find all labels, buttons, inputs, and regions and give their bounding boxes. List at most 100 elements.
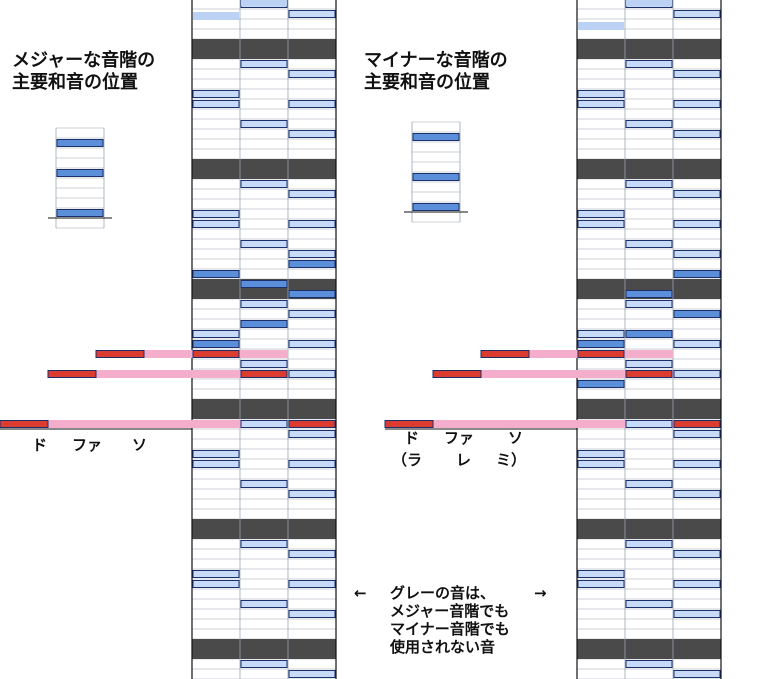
left-grid-unused-band [192, 39, 336, 49]
scale-note [625, 300, 673, 308]
scale-note [192, 330, 240, 338]
scale-note [240, 360, 288, 368]
scale-note [673, 190, 721, 198]
scale-note [288, 550, 336, 558]
left-grid-unused-band [192, 639, 336, 649]
scale-note [192, 460, 240, 468]
right-grid-unused-band [577, 399, 721, 409]
scale-note [288, 70, 336, 78]
right-grid-unused-band [577, 169, 721, 179]
chord-note [673, 270, 721, 278]
right-mini-chord-note [412, 173, 460, 181]
scale-note [577, 580, 625, 588]
left-chord-bar [48, 420, 288, 428]
left-mini-chord-note [56, 209, 104, 217]
right-grid-unused-band [577, 639, 721, 649]
chord-note [288, 290, 336, 298]
right-grid-unused-band [577, 409, 721, 419]
right-chord-bar [433, 420, 673, 428]
right-chord-root [673, 420, 721, 428]
annotation-line-1: グレーの音は、 [390, 584, 495, 602]
scale-note [673, 670, 721, 678]
chord-note [192, 270, 240, 278]
chord-note [288, 260, 336, 268]
scale-note [625, 240, 673, 248]
left-note-do: ド [32, 436, 47, 454]
scale-note [240, 240, 288, 248]
left-grid-unused-band [192, 159, 336, 169]
scale-note [577, 330, 625, 338]
right-chord-bar [481, 370, 673, 378]
left-root-note [0, 420, 49, 428]
chord-note [673, 310, 721, 318]
right-root-note [480, 350, 530, 358]
left-mini-chord-note [56, 169, 104, 177]
left-title-line-2: 主要和音の位置 [12, 71, 138, 93]
scale-note [240, 60, 288, 68]
scale-note [673, 70, 721, 78]
right-grid-unused-band [577, 649, 721, 659]
right-chord-root [577, 350, 625, 358]
scale-note [288, 220, 336, 228]
left-grid-unused-band [192, 49, 336, 59]
scale-note [240, 120, 288, 128]
scale-note [625, 180, 673, 188]
left-chord-root [240, 370, 288, 378]
right-title-line-1: マイナーな音階の [364, 49, 508, 71]
scale-note [625, 540, 673, 548]
scale-note [288, 10, 336, 18]
scale-note [577, 460, 625, 468]
scale-note [192, 580, 240, 588]
left-chord-root [192, 350, 240, 358]
faded-note [578, 22, 624, 30]
scale-note [577, 100, 625, 108]
right-note-fa: ファ [444, 429, 474, 447]
scale-note [673, 490, 721, 498]
scale-note [673, 340, 721, 348]
scale-note [288, 370, 336, 378]
scale-note [192, 450, 240, 458]
left-note-fa: ファ [72, 436, 102, 454]
scale-note [288, 340, 336, 348]
scale-note [673, 250, 721, 258]
left-title-line-1: メジャーな音階の [12, 49, 155, 71]
faded-note [193, 12, 239, 20]
scale-note [673, 550, 721, 558]
left-mini-chord-note [56, 139, 104, 147]
scale-note [288, 430, 336, 438]
annotation-line-4: 使用されない音 [389, 638, 495, 656]
scale-note [673, 580, 721, 588]
chord-note [625, 290, 673, 298]
left-grid-unused-band [192, 529, 336, 539]
right-note-mi: ミ） [496, 451, 526, 469]
right-note-re: レ [456, 451, 471, 469]
scale-note [240, 600, 288, 608]
scale-note [288, 460, 336, 468]
scale-note [625, 360, 673, 368]
chord-note [625, 330, 673, 338]
left-note-so: ソ [132, 436, 147, 454]
right-grid-unused-band [577, 529, 721, 539]
right-note-do: ド [404, 429, 419, 447]
right-mini-chord-note [412, 203, 460, 211]
scale-note [288, 310, 336, 318]
right-grid-unused-band [577, 519, 721, 529]
scale-note [240, 540, 288, 548]
chord-note [240, 280, 288, 288]
left-chord-root [288, 420, 336, 428]
chord-note [577, 380, 625, 388]
chord-note [240, 320, 288, 328]
scale-note [192, 90, 240, 98]
left-arrow: ← [354, 584, 367, 602]
scale-note [288, 250, 336, 258]
left-grid-unused-band [192, 169, 336, 179]
left-grid-unused-band [192, 519, 336, 529]
scale-note [192, 210, 240, 218]
scale-note [577, 450, 625, 458]
right-title-line-2: 主要和音の位置 [364, 71, 490, 93]
scale-note [625, 600, 673, 608]
scale-note [625, 660, 673, 668]
scale-note [673, 430, 721, 438]
scale-note [673, 220, 721, 228]
